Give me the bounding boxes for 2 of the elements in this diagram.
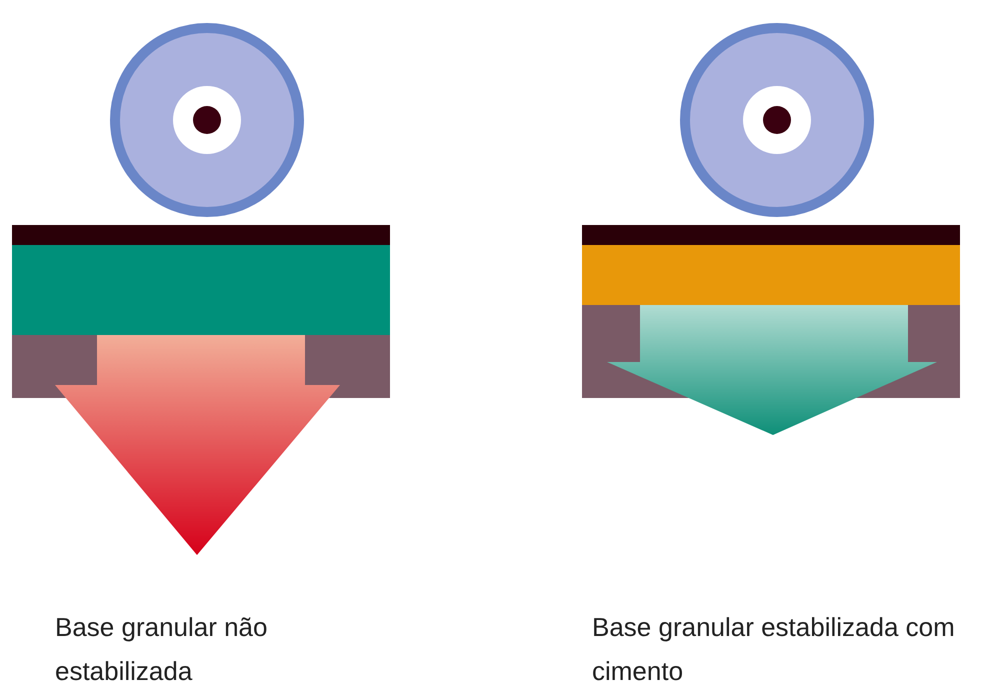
caption: Base granular não estabilizada: [55, 611, 268, 688]
caption: Base granular estabilizada com cimento: [592, 611, 956, 688]
